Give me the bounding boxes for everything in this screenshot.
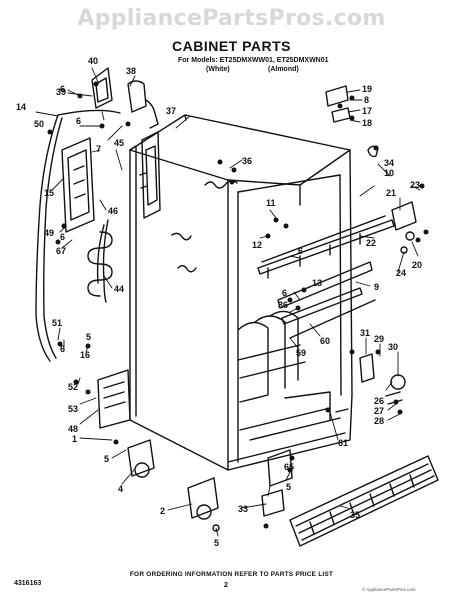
callout-17: 17 (362, 106, 372, 116)
callout-21: 21 (386, 188, 396, 198)
callout-6c: 6 (60, 232, 65, 242)
callout-20: 20 (412, 260, 422, 270)
callout-5c: 5 (214, 538, 219, 548)
callout-14: 14 (16, 102, 26, 112)
lower-left-bracket (97, 369, 131, 429)
callout-44: 44 (114, 284, 124, 294)
document-number: 4316163 (14, 580, 42, 587)
callout-59: 59 (296, 348, 306, 358)
callout-23: 23 (410, 180, 420, 190)
callout-22: 22 (366, 238, 376, 248)
callout-19: 19 (362, 84, 372, 94)
callout-6b: 6 (76, 116, 81, 126)
side-panel-cutout (139, 131, 161, 219)
watermark: AppliancePartsPros.com (77, 6, 386, 31)
drawer-supports (237, 310, 341, 441)
callout-6d: 6 (60, 344, 65, 354)
model-numbers: For Models: ET25DMXWW01, ET25DMXWN01 (178, 57, 329, 64)
callout-61: 61 (338, 438, 348, 448)
callout-16: 16 (80, 350, 90, 360)
callout-27: 27 (374, 406, 384, 416)
callout-29: 29 (374, 334, 384, 344)
callout-2: 2 (160, 506, 165, 516)
callout-12: 12 (252, 240, 262, 250)
callout-31: 31 (360, 328, 370, 338)
callout-10: 10 (384, 168, 394, 178)
callout-48: 48 (68, 424, 78, 434)
callout-6: 6 (60, 84, 65, 94)
fasteners (47, 81, 429, 529)
callout-1: 1 (72, 434, 77, 444)
coiled-tubing (87, 231, 113, 297)
ordering-info: FOR ORDERING INFORMATION REFER TO PARTS … (129, 571, 334, 578)
callout-38: 38 (126, 66, 136, 76)
top-hinge-bracket (91, 67, 159, 129)
callout-30: 30 (388, 342, 398, 352)
callout-5d: 5 (286, 482, 291, 492)
control-housing (61, 137, 95, 233)
callout-53: 53 (68, 404, 78, 414)
callout-11: 11 (266, 198, 276, 208)
callout-52: 52 (68, 382, 78, 392)
callout-60: 60 (320, 336, 330, 346)
callout-6e: 6 (298, 246, 303, 256)
callout-28: 28 (374, 416, 384, 426)
diagram-title: CABINET PARTS (171, 38, 292, 54)
callout-40: 40 (88, 56, 98, 66)
callout-18: 18 (362, 118, 372, 128)
callout-46: 46 (108, 206, 118, 216)
callout-33: 33 (238, 504, 248, 514)
model-almond-label: (Almond) (268, 66, 299, 73)
callout-49: 49 (44, 228, 54, 238)
callout-8: 8 (364, 95, 369, 105)
lower-hinge (261, 449, 293, 517)
callout-35: 35 (350, 510, 360, 520)
callout-7: 7 (96, 144, 101, 154)
callout-65: 65 (284, 462, 294, 472)
page-number: 2 (224, 582, 228, 589)
callout-labels: 40 38 6 39 14 37 50 6 45 7 15 46 49 6 67… (16, 56, 422, 548)
callout-51: 51 (52, 318, 62, 328)
callout-4: 4 (118, 484, 123, 494)
callout-45: 45 (114, 138, 124, 148)
callout-36b: 36 (278, 300, 288, 310)
model-white-label: (White) (206, 66, 230, 73)
callout-67: 67 (56, 246, 66, 256)
callout-5b: 5 (104, 454, 109, 464)
callout-37: 37 (166, 106, 176, 116)
callout-50: 50 (34, 119, 44, 129)
callout-6f: 6 (282, 288, 287, 298)
copyright-notice: © AppliancePartsPros.com (362, 587, 416, 592)
callout-34: 34 (384, 158, 394, 168)
leader-lines (35, 67, 421, 537)
callout-13: 13 (312, 278, 322, 288)
toe-grille (289, 455, 439, 547)
callout-24: 24 (396, 268, 406, 278)
roller-assemblies (127, 439, 220, 532)
callout-39: 39 (56, 87, 66, 97)
callout-36: 36 (242, 156, 252, 166)
mullion-assembly (257, 215, 395, 339)
callout-15: 15 (44, 188, 54, 198)
callout-5: 5 (86, 332, 91, 342)
callout-26: 26 (374, 396, 384, 406)
callout-9: 9 (374, 282, 379, 292)
